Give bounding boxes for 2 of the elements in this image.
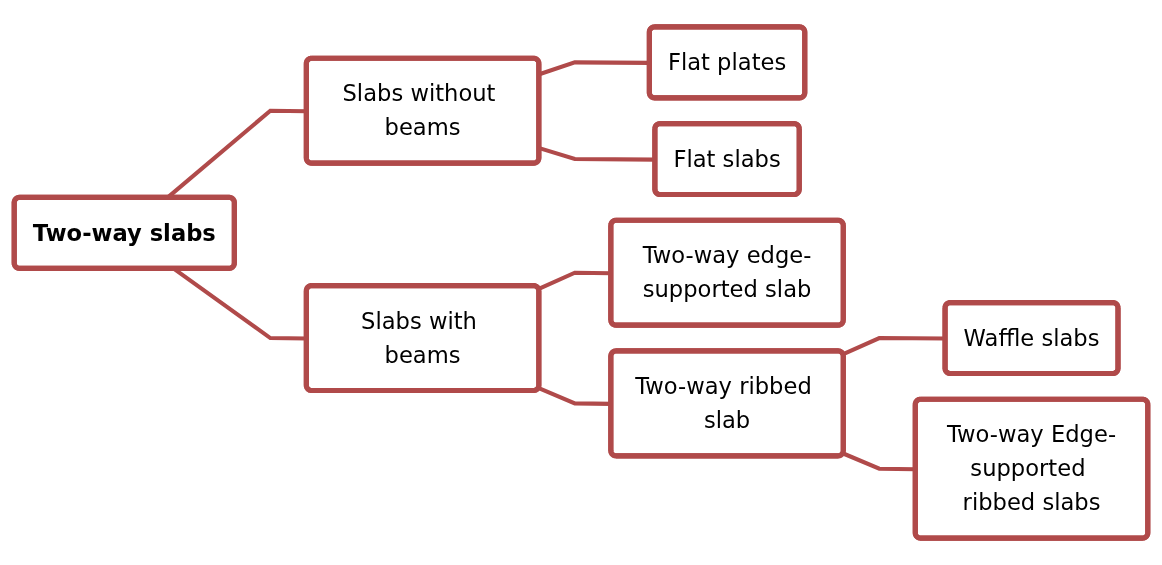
connector: [842, 451, 916, 472]
connector: [842, 336, 946, 357]
